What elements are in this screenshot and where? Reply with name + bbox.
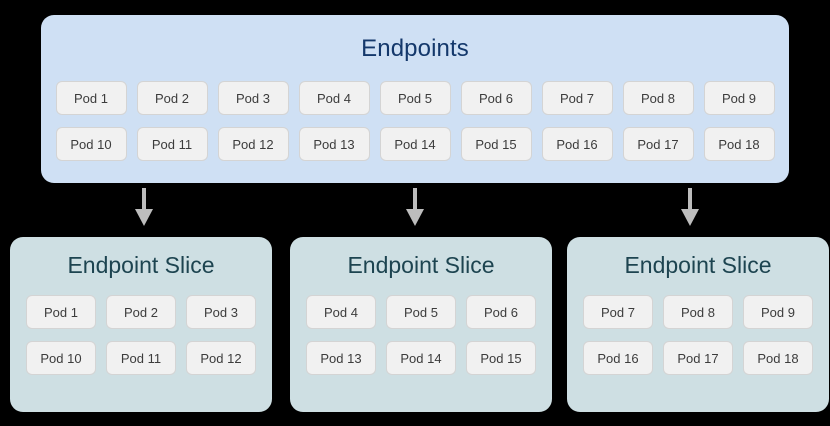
pod-chip[interactable]: Pod 9	[743, 295, 813, 329]
pod-chip[interactable]: Pod 3	[217, 81, 289, 115]
pod-chip[interactable]: Pod 6	[466, 295, 536, 329]
endpoint-slice-pod-row-2: Pod 16 Pod 17 Pod 18	[567, 341, 829, 375]
pod-chip[interactable]: Pod 14	[386, 341, 456, 375]
pod-chip[interactable]: Pod 12	[217, 127, 289, 161]
pod-chip[interactable]: Pod 11	[106, 341, 176, 375]
pod-chip[interactable]: Pod 2	[136, 81, 208, 115]
endpoint-slice-panel-1: Endpoint Slice Pod 1 Pod 2 Pod 3 Pod 10 …	[10, 237, 272, 412]
pod-chip[interactable]: Pod 12	[186, 341, 256, 375]
pod-chip[interactable]: Pod 17	[622, 127, 694, 161]
endpoint-slice-pod-row-2: Pod 13 Pod 14 Pod 15	[290, 341, 552, 375]
endpoints-pod-grid: Pod 1 Pod 2 Pod 3 Pod 4 Pod 5 Pod 6 Pod …	[41, 81, 789, 173]
endpoint-slice-panel-3: Endpoint Slice Pod 7 Pod 8 Pod 9 Pod 16 …	[567, 237, 829, 412]
pod-chip[interactable]: Pod 13	[306, 341, 376, 375]
pod-chip[interactable]: Pod 7	[583, 295, 653, 329]
endpoints-title: Endpoints	[361, 35, 469, 62]
endpoint-slice-title: Endpoint Slice	[347, 252, 495, 278]
endpoint-slice-panel-2: Endpoint Slice Pod 4 Pod 5 Pod 6 Pod 13 …	[290, 237, 552, 412]
arrow-down-icon	[133, 188, 155, 226]
endpoints-pod-row-2: Pod 10 Pod 11 Pod 12 Pod 13 Pod 14 Pod 1…	[41, 127, 789, 161]
pod-chip[interactable]: Pod 16	[541, 127, 613, 161]
pod-chip[interactable]: Pod 5	[386, 295, 456, 329]
pod-chip[interactable]: Pod 1	[55, 81, 127, 115]
endpoint-slice-pod-row-1: Pod 4 Pod 5 Pod 6	[290, 295, 552, 329]
pod-chip[interactable]: Pod 11	[136, 127, 208, 161]
endpoint-slice-pod-grid: Pod 4 Pod 5 Pod 6 Pod 13 Pod 14 Pod 15	[290, 295, 552, 387]
endpoints-panel: Endpoints Pod 1 Pod 2 Pod 3 Pod 4 Pod 5 …	[41, 15, 789, 183]
endpoints-pod-row-1: Pod 1 Pod 2 Pod 3 Pod 4 Pod 5 Pod 6 Pod …	[41, 81, 789, 115]
arrow-down-icon	[679, 188, 701, 226]
arrow-down-icon	[404, 188, 426, 226]
pod-chip[interactable]: Pod 1	[26, 295, 96, 329]
pod-chip[interactable]: Pod 3	[186, 295, 256, 329]
pod-chip[interactable]: Pod 13	[298, 127, 370, 161]
pod-chip[interactable]: Pod 4	[298, 81, 370, 115]
endpoint-slice-pod-grid: Pod 1 Pod 2 Pod 3 Pod 10 Pod 11 Pod 12	[10, 295, 272, 387]
pod-chip[interactable]: Pod 16	[583, 341, 653, 375]
endpoint-slice-pod-row-2: Pod 10 Pod 11 Pod 12	[10, 341, 272, 375]
endpoint-slice-title: Endpoint Slice	[67, 252, 215, 278]
pod-chip[interactable]: Pod 6	[460, 81, 532, 115]
pod-chip[interactable]: Pod 14	[379, 127, 451, 161]
pod-chip[interactable]: Pod 15	[460, 127, 532, 161]
endpoint-slice-pod-grid: Pod 7 Pod 8 Pod 9 Pod 16 Pod 17 Pod 18	[567, 295, 829, 387]
pod-chip[interactable]: Pod 7	[541, 81, 613, 115]
pod-chip[interactable]: Pod 17	[663, 341, 733, 375]
endpoint-slice-pod-row-1: Pod 7 Pod 8 Pod 9	[567, 295, 829, 329]
pod-chip[interactable]: Pod 10	[55, 127, 127, 161]
pod-chip[interactable]: Pod 9	[703, 81, 775, 115]
pod-chip[interactable]: Pod 15	[466, 341, 536, 375]
pod-chip[interactable]: Pod 5	[379, 81, 451, 115]
pod-chip[interactable]: Pod 8	[622, 81, 694, 115]
pod-chip[interactable]: Pod 4	[306, 295, 376, 329]
pod-chip[interactable]: Pod 8	[663, 295, 733, 329]
pod-chip[interactable]: Pod 18	[703, 127, 775, 161]
endpoint-slice-title: Endpoint Slice	[624, 252, 772, 278]
pod-chip[interactable]: Pod 2	[106, 295, 176, 329]
endpoint-slice-pod-row-1: Pod 1 Pod 2 Pod 3	[10, 295, 272, 329]
pod-chip[interactable]: Pod 18	[743, 341, 813, 375]
pod-chip[interactable]: Pod 10	[26, 341, 96, 375]
